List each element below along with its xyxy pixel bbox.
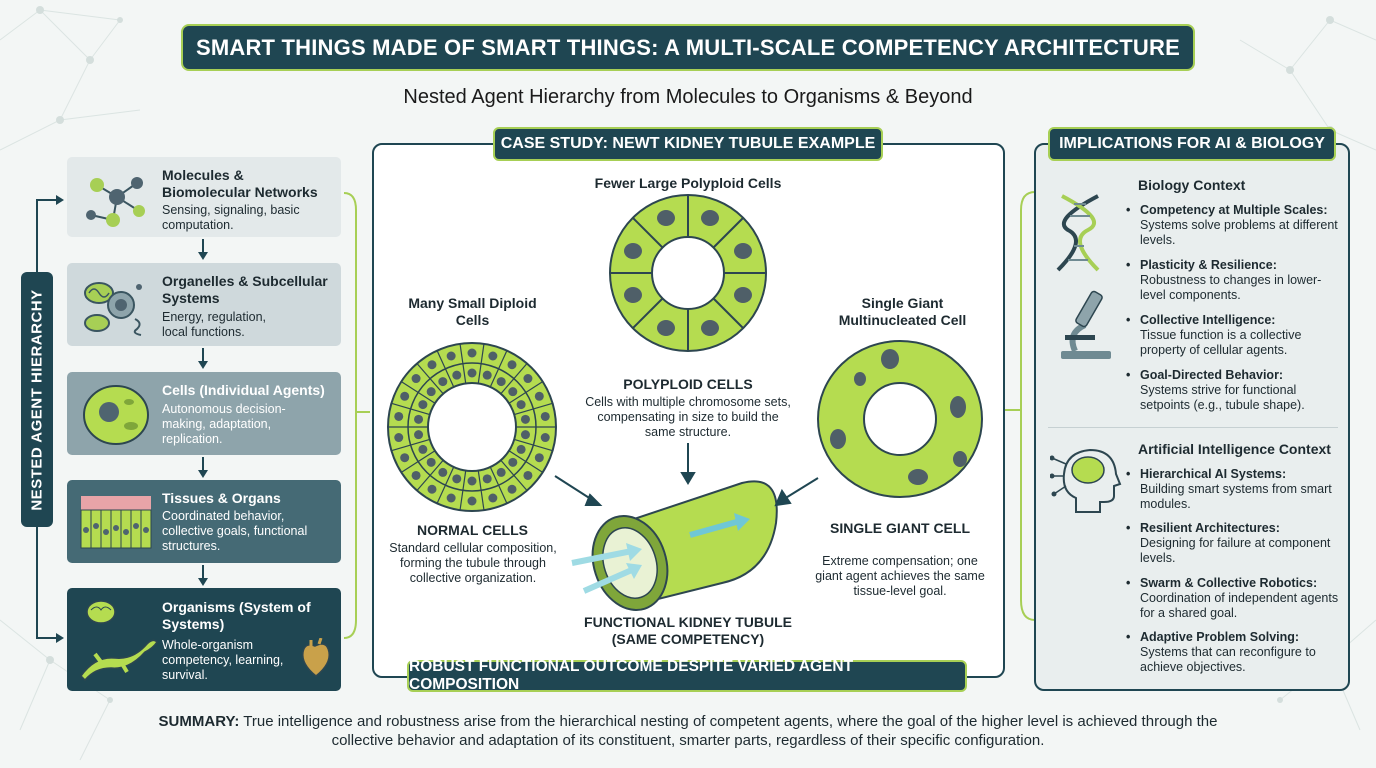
kidney-tubule [571, 480, 778, 611]
down-arrow-icon [198, 348, 208, 369]
level-title: Organelles & Subcellular Systems [162, 273, 328, 306]
level-desc: Sensing, signaling, basic computation. [162, 203, 300, 232]
organism-icon [80, 600, 158, 682]
section-divider [1048, 427, 1338, 428]
implications-header: IMPLICATIONS FOR AI & BIOLOGY [1048, 127, 1336, 161]
nested-hierarchy-label: NESTED AGENT HIERARCHY [21, 272, 53, 527]
level-desc: Autonomous decision-making, adaptation, … [162, 402, 286, 446]
ai-head-icon [1050, 448, 1122, 513]
molecule-network-icon [86, 177, 145, 227]
normal-title: NORMAL CELLS [417, 522, 528, 538]
cell-icon [83, 385, 149, 445]
biology-item: Collective Intelligence:Tissue function … [1126, 313, 1340, 358]
case-study-footer: ROBUST FUNCTIONAL OUTCOME DESPITE VARIED… [407, 658, 967, 693]
organelles-icon [84, 282, 142, 336]
summary-label: SUMMARY: [158, 713, 240, 730]
ai-item: Adaptive Problem Solving:Systems that ca… [1126, 630, 1340, 675]
polyploid-ring [609, 194, 767, 352]
level-title: Tissues & Organs [162, 490, 281, 506]
heart-icon [302, 638, 330, 677]
level-title: Cells (Individual Agents) [162, 382, 325, 398]
giant-desc: Extreme compensation; one giant agent ac… [815, 554, 985, 598]
polyploid-desc: Cells with multiple chromosome sets, com… [585, 395, 791, 439]
normal-desc: Standard cellular composition, forming t… [389, 541, 557, 585]
level-molecules: Molecules & Biomolecular Networks Sensin… [67, 157, 341, 237]
biology-item: Goal-Directed Behavior:Systems strive fo… [1126, 368, 1340, 413]
ai-item: Swarm & Collective Robotics:Coordination… [1126, 576, 1340, 621]
level-desc: Energy, regulation, local functions. [162, 310, 266, 339]
biology-item: Plasticity & Resilience:Robustness to ch… [1126, 258, 1340, 303]
level-title: Organisms (System of Systems) [162, 599, 311, 632]
level-organisms: Organisms (System of Systems) Whole-orga… [67, 588, 341, 691]
level-organelles: Organelles & Subcellular Systems Energy,… [67, 263, 341, 346]
biology-item: Competency at Multiple Scales:Systems so… [1126, 203, 1340, 248]
down-arrow-icon [198, 565, 208, 586]
giant-title: SINGLE GIANT CELL [830, 520, 970, 536]
tissue-icon [80, 496, 152, 549]
down-arrow-icon [198, 239, 208, 260]
ai-context-title: Artificial Intelligence Context [1138, 441, 1331, 457]
level-cells: Cells (Individual Agents) Autonomous dec… [67, 372, 341, 455]
case-study-illustration [387, 194, 983, 611]
dna-icon [1056, 194, 1100, 272]
level-desc: Whole-organism competency, learning, sur… [162, 638, 284, 682]
page-subtitle: Nested Agent Hierarchy from Molecules to… [403, 86, 973, 108]
ai-item: Hierarchical AI Systems:Building smart s… [1126, 467, 1340, 512]
diploid-ring [387, 342, 557, 512]
polyploid-title: POLYPLOID CELLS [623, 376, 753, 392]
page-title: SMART THINGS MADE OF SMART THINGS: A MUL… [181, 24, 1195, 71]
summary-text: True intelligence and robustness arise f… [243, 713, 1218, 749]
biology-context-title: Biology Context [1138, 177, 1246, 193]
microscope-icon [1061, 290, 1111, 359]
polyploid-label: Fewer Large Polyploid Cells [594, 175, 782, 191]
case-study-header: CASE STUDY: NEWT KIDNEY TUBULE EXAMPLE [493, 127, 883, 161]
hierarchy-connectors [36, 192, 370, 643]
giant-cell-ring [817, 340, 983, 498]
giant-cell-label: Single Giant Multinucleated Cell [838, 295, 967, 328]
level-desc: Coordinated behavior, collective goals, … [162, 509, 308, 553]
summary: SUMMARY: True intelligence and robustnes… [150, 712, 1226, 750]
down-arrow-icon [198, 457, 208, 478]
right-bracket [1005, 191, 1036, 621]
level-title: Molecules & Biomolecular Networks [162, 167, 318, 200]
diploid-label: Many Small Diploid Cells [408, 295, 537, 328]
level-tissues: Tissues & Organs Coordinated behavior, c… [67, 480, 341, 563]
ai-item: Resilient Architectures:Designing for fa… [1126, 521, 1340, 566]
tubule-title: FUNCTIONAL KIDNEY TUBULE (SAME COMPETENC… [584, 614, 792, 647]
